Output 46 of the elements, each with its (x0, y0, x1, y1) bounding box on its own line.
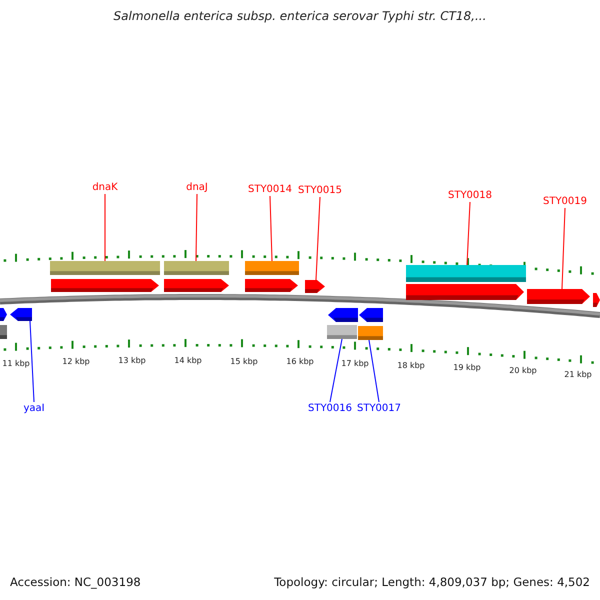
leader-line (270, 196, 272, 262)
gene-bar (358, 326, 383, 340)
scale-label: 17 kbp (340, 359, 370, 368)
gene-label: STY0019 (530, 195, 600, 208)
genome-backbone (0, 292, 600, 320)
gene-label: dnaK (70, 181, 140, 194)
scale-label: 20 kbp (508, 366, 538, 375)
gene-block (527, 289, 590, 304)
map-title: Salmonella enterica subsp. enterica serovar Typhi str. CT18,... (112, 9, 488, 23)
gene-bar (164, 261, 229, 275)
gene-bar (245, 261, 299, 275)
leader-line (30, 320, 34, 402)
scale-label: 19 kbp (452, 363, 482, 372)
leader-line (104, 194, 106, 262)
scale-label: 15 kbp (229, 357, 259, 366)
gene-block (0, 308, 7, 321)
scale-label: 12 kbp (61, 357, 91, 366)
gene-block (51, 279, 159, 292)
scale-label: 18 kbp (396, 361, 426, 370)
gene-label: dnaJ (162, 181, 232, 194)
gene-block (245, 279, 298, 292)
leader-line (562, 208, 566, 290)
genome-info-text: Topology: circular; Length: 4,809,037 bp; Genes: 4,502 (274, 575, 590, 589)
accession-text: Accession: NC_003198 (10, 575, 141, 589)
gene-label: STY0018 (435, 189, 505, 202)
scale-label: 21 kbp (563, 370, 593, 379)
gene-block (328, 308, 358, 322)
gene-block (164, 279, 229, 292)
gene-label: yaaI (0, 402, 69, 415)
leader-line (330, 338, 342, 402)
leader-line (368, 340, 380, 402)
scale-label: 16 kbp (285, 357, 315, 366)
scale-label: 14 kbp (173, 356, 203, 365)
gene-block (10, 308, 32, 321)
scale-label: 11 kbp (1, 359, 31, 368)
gene-block (359, 308, 383, 322)
gene-bar (50, 261, 160, 275)
gene-bar (406, 265, 526, 282)
leader-line (316, 196, 320, 280)
scale-label: 13 kbp (117, 356, 147, 365)
leader-line (466, 202, 470, 266)
gene-block (305, 280, 325, 293)
gene-bar (327, 325, 357, 339)
leader-line (196, 194, 198, 262)
gene-bar (0, 325, 7, 339)
gene-block (406, 284, 524, 300)
